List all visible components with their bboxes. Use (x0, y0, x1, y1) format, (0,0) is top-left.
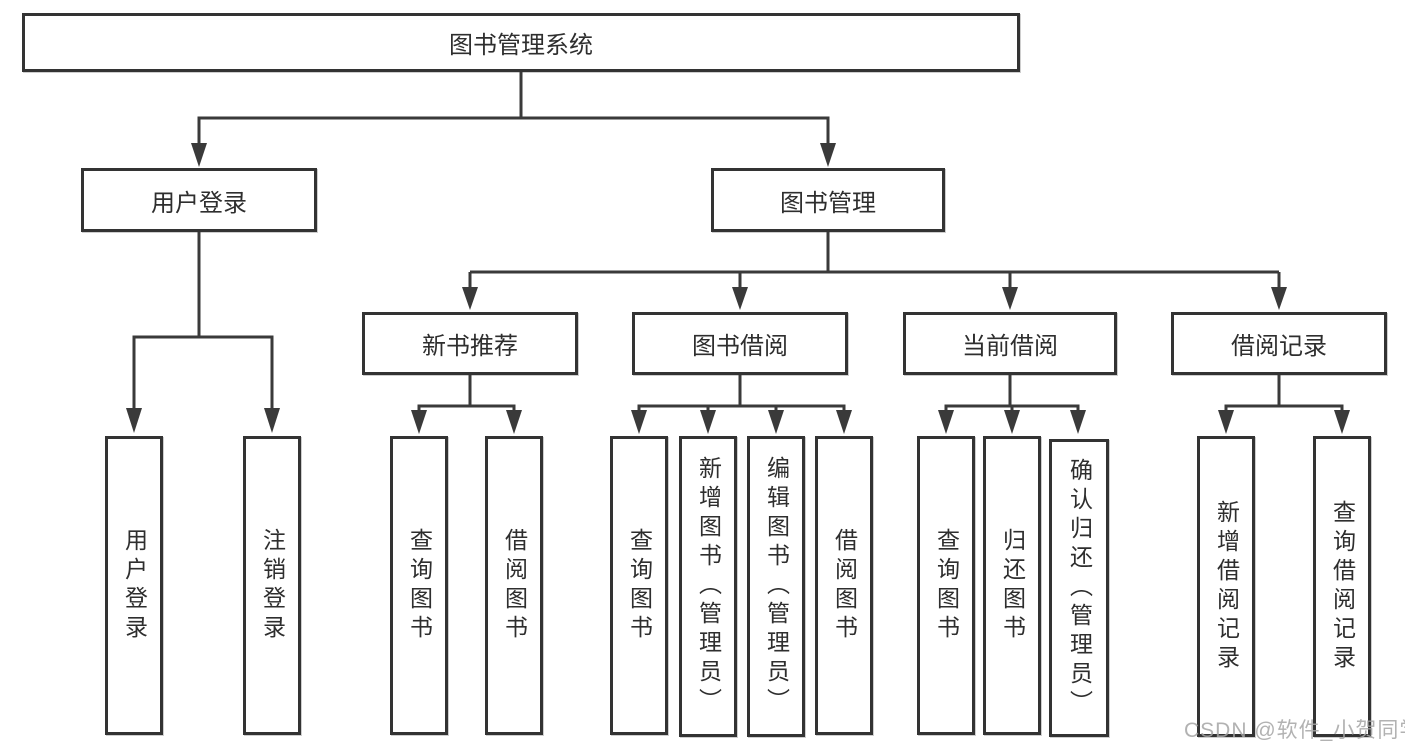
leaf-query-borrow-record: 查询借阅记录 (1313, 436, 1371, 737)
leaf-edit-books-admin: 编辑图书（管理员） (747, 436, 805, 737)
leaf-user-login: 用户登录 (105, 436, 163, 735)
leaf-query-books-current: 查询图书 (917, 436, 975, 735)
connector-root-to-level2 (191, 72, 836, 167)
connector-user-login-branch (126, 232, 280, 433)
connector-book-management-to-level3 (462, 232, 1287, 310)
connector-book-borrow-branch (631, 375, 852, 434)
csdn-watermark: CSDN @软件_小贺同学 (1184, 719, 1405, 742)
connector-current-borrow-branch (938, 375, 1086, 434)
leaf-return-books: 归还图书 (983, 436, 1041, 735)
node-current-borrow: 当前借阅 (903, 312, 1117, 375)
node-book-borrow: 图书借阅 (632, 312, 848, 375)
leaf-borrow-books: 借阅图书 (815, 436, 873, 735)
leaf-query-books-recommend: 查询图书 (390, 436, 448, 735)
leaf-query-books-borrow: 查询图书 (610, 436, 668, 735)
leaf-add-books-admin: 新增图书（管理员） (679, 436, 737, 737)
leaf-confirm-return-admin: 确认归还（管理员） (1049, 439, 1109, 737)
node-borrow-record: 借阅记录 (1171, 312, 1387, 375)
connector-new-book-branch (411, 375, 522, 434)
connector-borrow-record-branch (1218, 375, 1350, 434)
leaf-borrow-books-recommend: 借阅图书 (485, 436, 543, 735)
node-book-management: 图书管理 (711, 168, 945, 232)
leaf-add-borrow-record: 新增借阅记录 (1197, 436, 1255, 737)
node-user-login-group: 用户登录 (81, 168, 317, 232)
leaf-logout: 注销登录 (243, 436, 301, 735)
node-library-management-system: 图书管理系统 (22, 13, 1020, 72)
node-new-book-recommend: 新书推荐 (362, 312, 578, 375)
